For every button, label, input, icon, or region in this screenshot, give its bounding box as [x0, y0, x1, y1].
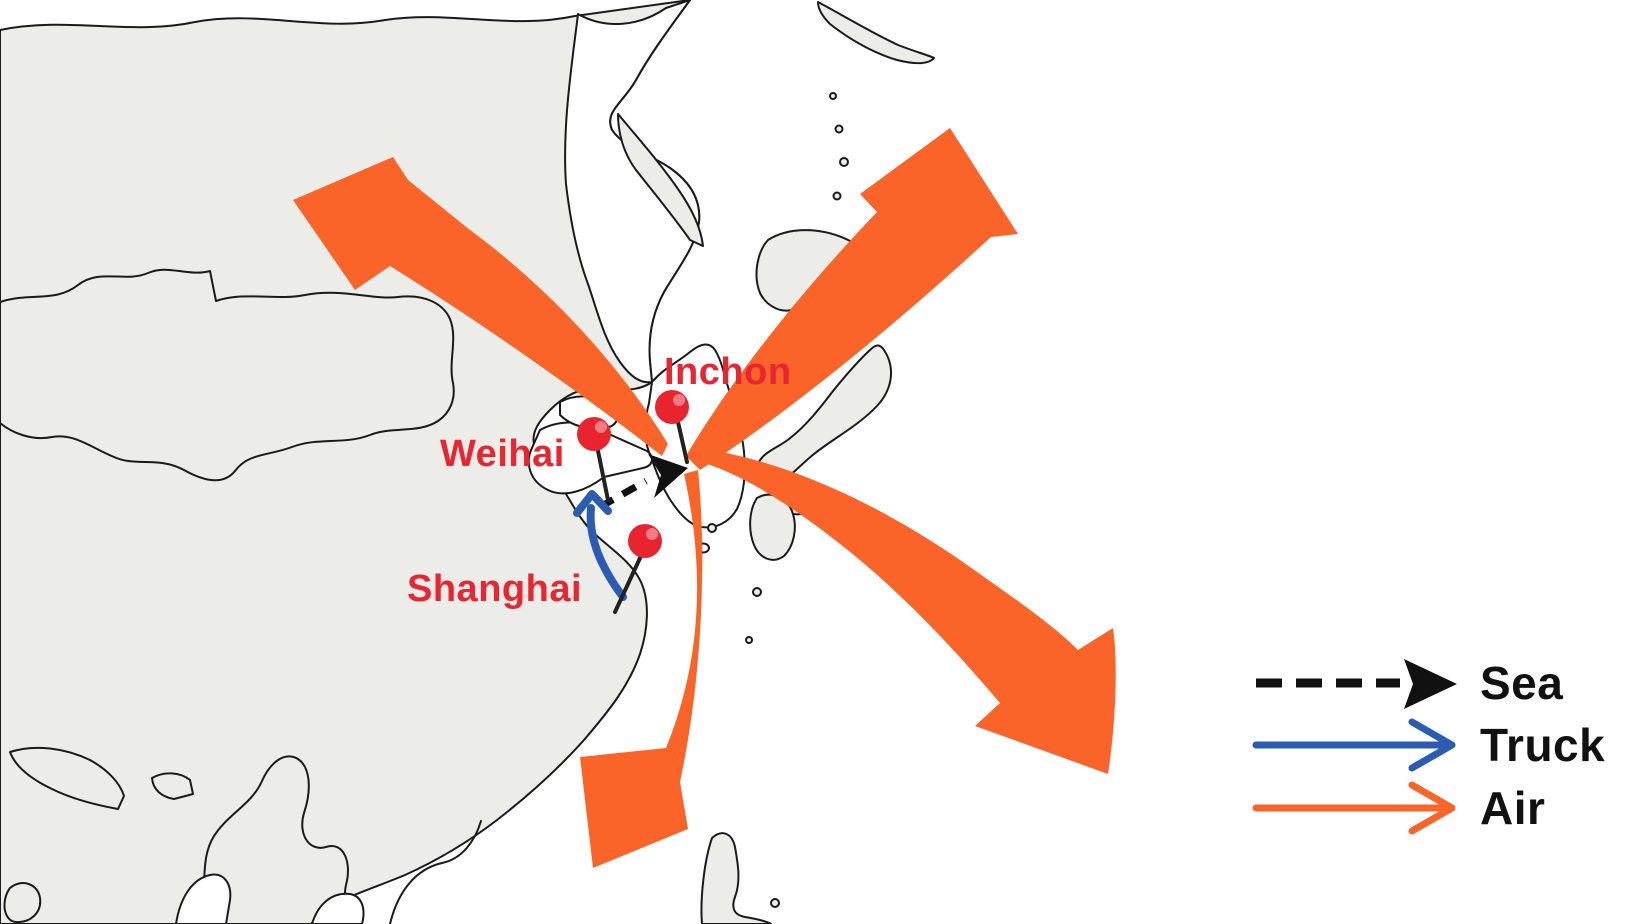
pin-ball [628, 524, 662, 558]
pin-highlight [595, 421, 607, 433]
truck-route-line [586, 504, 627, 601]
pin-needle [595, 444, 610, 502]
legend: Sea Truck Air [1252, 657, 1605, 835]
islet-1 [707, 523, 717, 533]
city-label-shanghai: Shanghai [407, 568, 582, 610]
air-arrow-northwest [293, 157, 668, 456]
legend-sea-label: Sea [1480, 657, 1563, 709]
legend-truck-label: Truck [1480, 719, 1605, 771]
air-arrow-south [580, 470, 703, 868]
sea-route-dashed-line [598, 477, 648, 511]
pin-ball [577, 417, 611, 451]
city-label-weihai: Weihai [440, 433, 565, 475]
pin-ball [655, 390, 689, 424]
legend-row-sea: Sea [1256, 657, 1563, 709]
legend-air-label: Air [1480, 782, 1545, 834]
island-kuril-4 [832, 191, 842, 201]
islet-4 [770, 898, 780, 908]
sea-route-arrow [598, 454, 688, 511]
air-arrow-northeast [686, 128, 1018, 470]
islet-3 [745, 636, 753, 644]
border-southwest-1 [195, 755, 361, 924]
legend-sea-arrowhead-icon [1404, 659, 1457, 709]
pin-needle [676, 420, 689, 464]
border-nepal [9, 746, 125, 810]
island-kuril-3 [839, 157, 849, 167]
border-mongolia [0, 268, 455, 482]
pin-needle [613, 554, 643, 614]
islet-2 [752, 587, 762, 597]
coast-notch-gulf [311, 892, 365, 924]
legend-row-truck: Truck [1252, 718, 1605, 772]
island-kuril-2 [834, 124, 844, 134]
island-hainan [3, 882, 42, 924]
air-arrow-southeast [694, 448, 1116, 774]
truck-route-arrowhead-icon [573, 490, 612, 517]
island-kuril-1 [829, 92, 837, 100]
region-manchuria [564, 0, 701, 384]
city-pin-inchon [655, 390, 689, 464]
air-route-arrows [293, 128, 1116, 868]
city-pin-weihai [577, 417, 611, 502]
pin-highlight [673, 394, 685, 406]
border-southwest-2 [389, 820, 482, 924]
city-label-inchon: Inchon [664, 351, 792, 393]
landmass-mainland-asia [0, 0, 701, 924]
city-pin-shanghai [613, 524, 662, 614]
island-luzon [700, 832, 772, 924]
legend-row-air: Air [1252, 781, 1545, 835]
sea-route-arrowhead-icon [648, 454, 688, 498]
legend-truck-arrowhead-icon [1408, 718, 1456, 772]
border-bhutan [151, 772, 194, 800]
region-coastal-range [617, 113, 704, 247]
pin-highlight [646, 528, 658, 540]
legend-air-arrowhead-icon [1408, 781, 1456, 835]
island-sakhalin [817, 1, 935, 65]
coast-notch-bay [175, 873, 232, 924]
truck-route-arrow [573, 490, 627, 601]
